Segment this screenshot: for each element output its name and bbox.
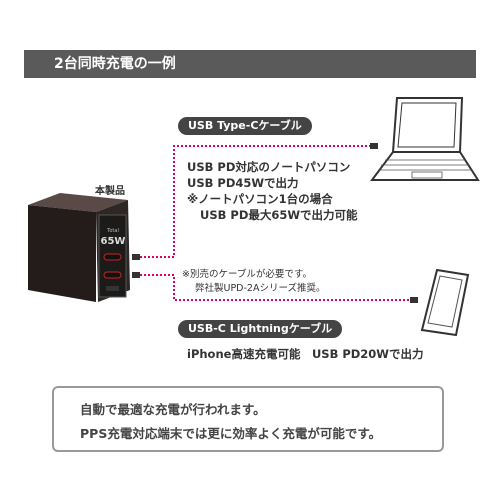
typec-cable-label: USB Type-Cケーブル: [178, 117, 312, 135]
section-title: 2台同時充電の一例: [24, 50, 476, 78]
typec-cable: [132, 143, 378, 260]
typec-desc-2: USB PD45Wで出力: [187, 176, 299, 190]
product-label: 本製品: [95, 186, 125, 197]
typec-desc-4: USB PD最大65Wで出力可能: [200, 208, 358, 222]
badge-total: Total: [106, 228, 119, 234]
note-line-1: ※別売のケーブルが必要です。: [182, 269, 312, 280]
lightning-cable-label: USB-C Lightningケーブル: [178, 320, 343, 338]
charger-icon: Total 65W: [28, 193, 130, 302]
lightning-cable: [132, 272, 418, 303]
badge-watt: 65W: [101, 236, 126, 247]
smartphone-icon: [420, 268, 470, 337]
typec-desc-1: USB PD対応のノートパソコン: [187, 160, 351, 174]
info-line-2: PPS充電対応端末では更に効率よく充電が可能です。: [80, 426, 382, 441]
note-line-2: 弊社製UPD-2Aシリーズ推奨。: [195, 283, 326, 294]
lightning-desc: iPhone高速充電可能 USB PD20Wで出力: [187, 347, 424, 361]
info-box: [52, 386, 444, 452]
info-line-1: 自動で最適な充電が行われます。: [80, 402, 266, 417]
typec-desc-3: ※ノートパソコン1台の場合: [187, 192, 333, 206]
laptop-icon: [370, 97, 480, 181]
